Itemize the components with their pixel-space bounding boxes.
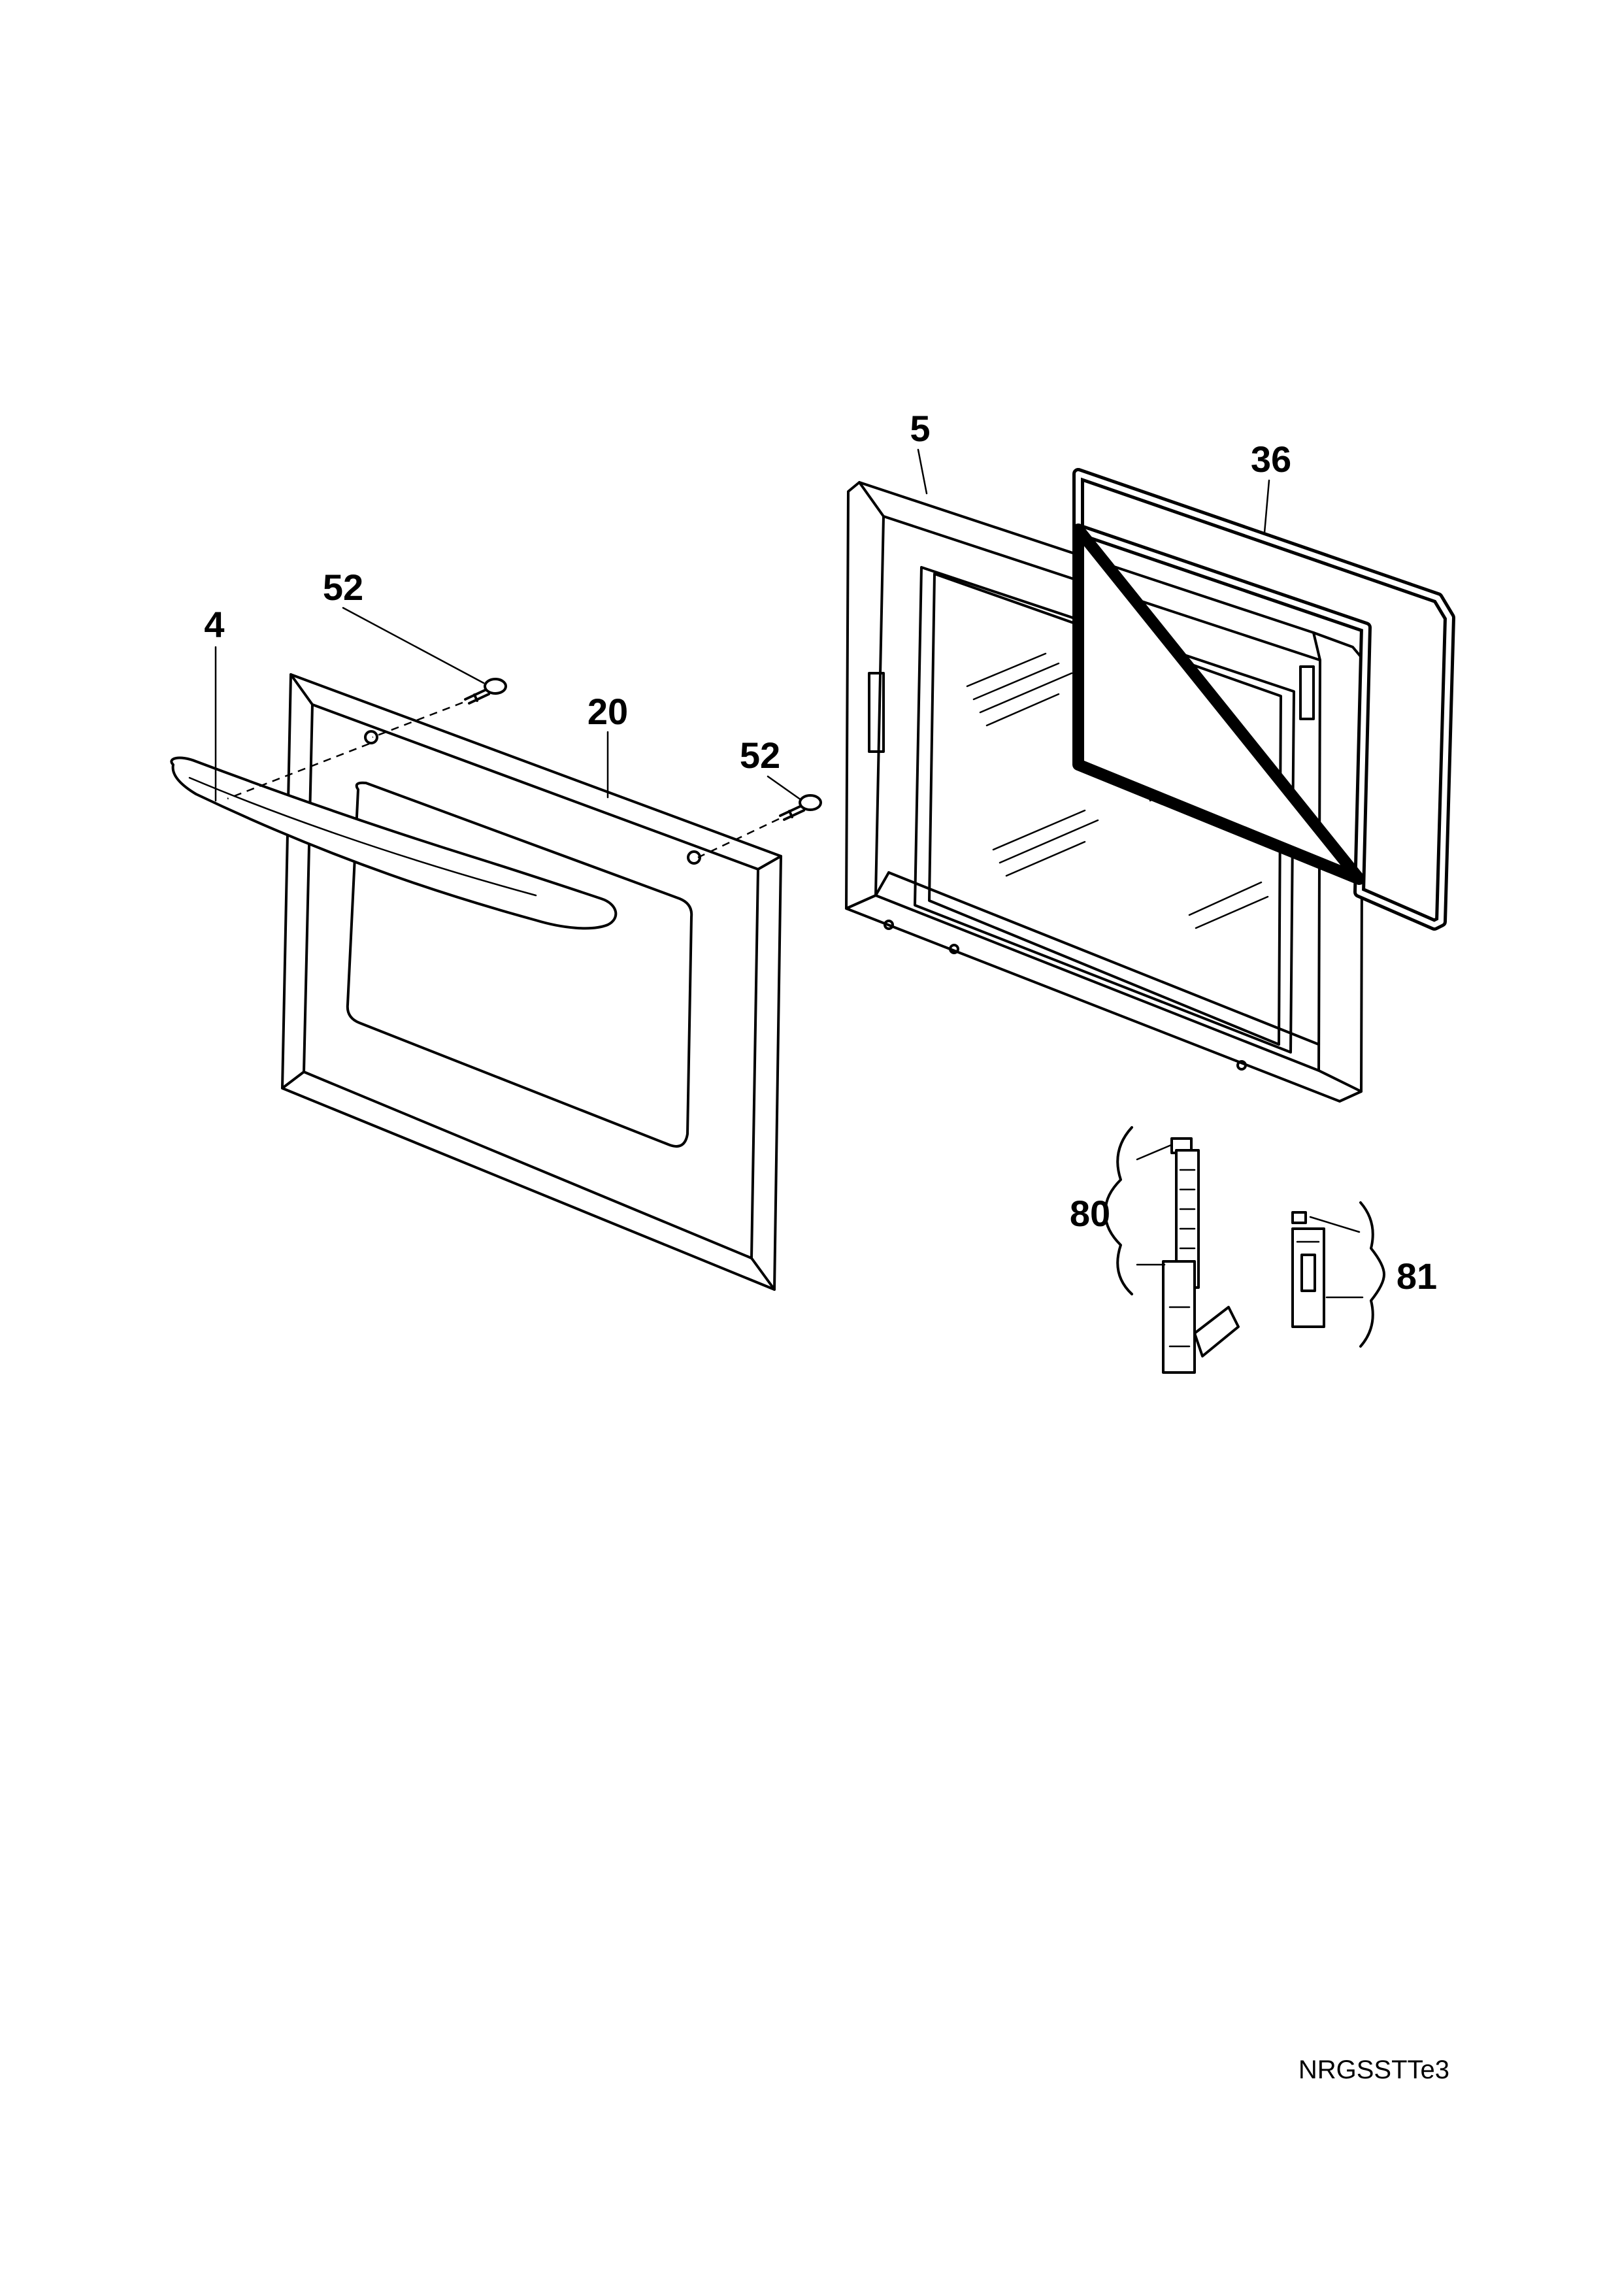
screw-top [464,678,507,705]
hinge-right [1291,1211,1325,1328]
leader-lines [214,448,1364,1299]
callout-handle: 4 [204,604,224,645]
callout-screw-top: 52 [323,567,363,608]
screw-right [779,794,822,821]
callout-hinge-left: 80 [1070,1193,1110,1234]
callout-hinge-right: 81 [1397,1256,1437,1297]
brackets [1104,1126,1385,1348]
callout-gasket: 36 [1251,439,1291,480]
door-gasket [1072,468,1455,931]
callout-screw-right: 52 [740,735,780,776]
door-handle [170,756,618,930]
callout-outer-door: 20 [587,691,628,732]
callout-labels: 4 52 20 52 5 36 80 81 [204,408,1437,1297]
hinge-left [1162,1137,1240,1374]
callout-inner-door: 5 [910,408,930,449]
drawing-code: NRGSSTTe3 [1298,2055,1449,2084]
alignment-dashes [227,701,780,859]
outer-door-panel [281,673,782,1291]
inner-door-frame [845,481,1364,1103]
